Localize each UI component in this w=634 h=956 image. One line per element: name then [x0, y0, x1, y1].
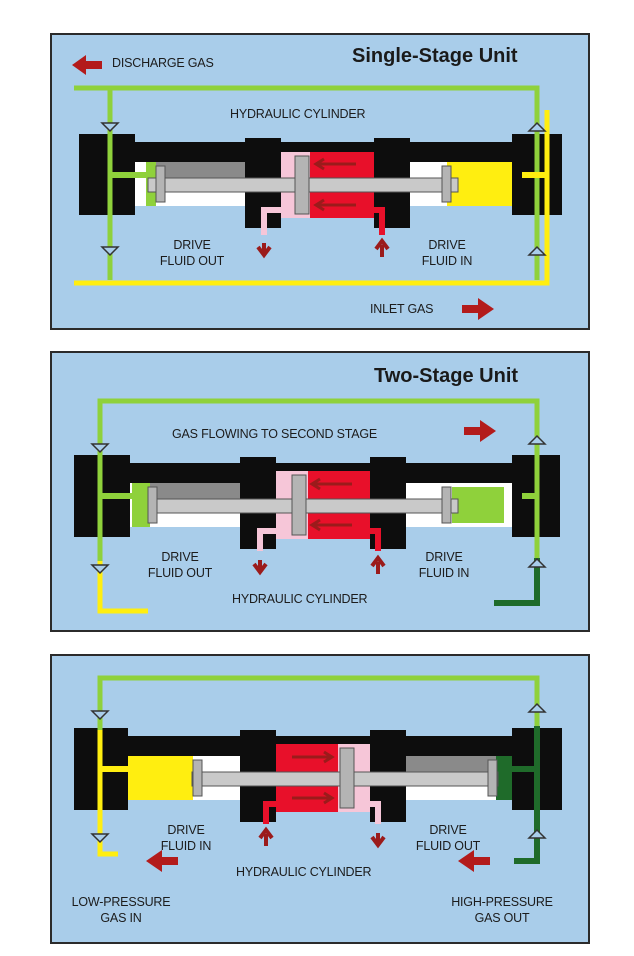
two-stage-second-stage-panel: DRIVE FLUID IN DRIVE FLUID OUT HYDRAULIC… — [50, 654, 590, 944]
check-valve-icon — [100, 122, 120, 133]
arrow-up-icon — [374, 237, 390, 257]
check-valve-icon — [90, 564, 110, 575]
drive-fluid-out-label: DRIVE FLUID OUT — [415, 823, 481, 853]
gas-flow-arrow-icon — [464, 420, 496, 442]
hydraulic-cylinder-label: HYDRAULIC CYLINDER — [230, 107, 366, 121]
low-pressure-arrow-icon — [146, 850, 178, 872]
check-valve-icon — [527, 702, 547, 713]
two-stage-diagram — [74, 398, 560, 614]
reverse-stage-diagram — [74, 675, 562, 872]
inlet-gas-line — [74, 110, 550, 286]
high-pressure-arrow-icon — [458, 850, 490, 872]
panel-title: Two-Stage Unit — [374, 365, 519, 387]
right-gas-piston — [441, 486, 452, 524]
hydraulic-cylinder-label: HYDRAULIC CYLINDER — [232, 592, 368, 606]
check-valve-icon — [90, 443, 110, 454]
check-valve-icon — [527, 245, 547, 256]
arrow-down-icon — [252, 560, 268, 576]
drive-fluid-out-label: DRIVE FLUID OUT — [159, 238, 225, 268]
flow-arrow-left-icon — [313, 198, 356, 212]
left-piston-rod-housing — [150, 162, 245, 182]
check-valve-icon — [527, 434, 547, 445]
discharge-gas-line — [74, 85, 540, 280]
arrow-up-icon — [370, 554, 386, 574]
check-valve-icon — [527, 828, 547, 839]
flow-arrow-left-icon — [313, 157, 356, 171]
hydraulic-cylinder-label: HYDRAULIC CYLINDER — [236, 865, 372, 879]
right-gas-piston — [441, 165, 452, 203]
check-valve-icon — [90, 833, 110, 844]
check-valve-icon — [100, 246, 120, 257]
single-stage-diagram — [72, 55, 562, 320]
inlet-gas-line — [97, 561, 148, 614]
drive-fluid-in-label: DRIVE FLUID IN — [421, 238, 473, 268]
drive-fluid-out-port — [261, 207, 284, 235]
second-stage-outlet-line — [494, 558, 540, 606]
discharge-gas-label: DISCHARGE GAS — [112, 56, 214, 70]
left-gas-piston — [155, 165, 166, 203]
hydraulic-piston — [339, 747, 355, 809]
inlet-arrow-icon — [462, 298, 494, 320]
left-piston-rod-housing — [150, 483, 240, 503]
right-gas-volume — [452, 487, 504, 523]
drive-fluid-in-port — [263, 801, 286, 824]
right-piston-rod-housing — [406, 756, 496, 776]
drive-fluid-in-label: DRIVE FLUID IN — [160, 823, 212, 853]
arrow-up-icon — [258, 826, 274, 846]
drive-fluid-out-port — [358, 801, 381, 824]
check-valve-icon — [90, 710, 110, 721]
left-gas-volume — [128, 756, 193, 800]
right-gas-volume — [496, 756, 512, 800]
high-pressure-gas-out-label: HIGH-PRESSURE GAS OUT — [451, 895, 553, 925]
discharge-arrow-icon — [72, 55, 102, 75]
left-gas-piston — [147, 486, 158, 524]
drive-fluid-out-port — [257, 528, 280, 551]
arrow-down-icon — [256, 243, 272, 259]
inlet-gas-label: INLET GAS — [370, 302, 434, 316]
drive-fluid-in-port — [364, 207, 385, 235]
gas-flowing-label: GAS FLOWING TO SECOND STAGE — [172, 427, 378, 441]
check-valve-icon — [527, 121, 547, 132]
low-pressure-gas-in-label: LOW-PRESSURE GAS IN — [71, 895, 171, 925]
hydraulic-piston — [291, 474, 307, 536]
second-stage-gas-line — [97, 398, 540, 611]
flow-arrow-right-icon — [292, 750, 335, 764]
right-gas-piston — [487, 759, 498, 797]
flow-arrow-left-icon — [309, 518, 352, 532]
left-gas-volume — [132, 483, 150, 527]
drive-fluid-in-label: DRIVE FLUID IN — [418, 550, 470, 580]
check-valve-icon — [527, 557, 547, 568]
two-stage-unit-panel: Two-Stage Unit GAS FLOWING TO SECOND STA… — [50, 351, 590, 632]
drive-fluid-in-port — [360, 528, 381, 551]
arrow-down-icon — [370, 833, 386, 849]
drive-fluid-out-label: DRIVE FLUID OUT — [147, 550, 213, 580]
single-stage-unit-panel: Single-Stage Unit DISCHARGE GAS HYDRAULI… — [50, 33, 590, 330]
hydraulic-piston — [294, 155, 310, 215]
flow-arrow-left-icon — [309, 477, 352, 491]
left-gas-piston — [192, 759, 203, 797]
panel-title: Single-Stage Unit — [352, 45, 518, 67]
flow-arrow-right-icon — [292, 791, 335, 805]
